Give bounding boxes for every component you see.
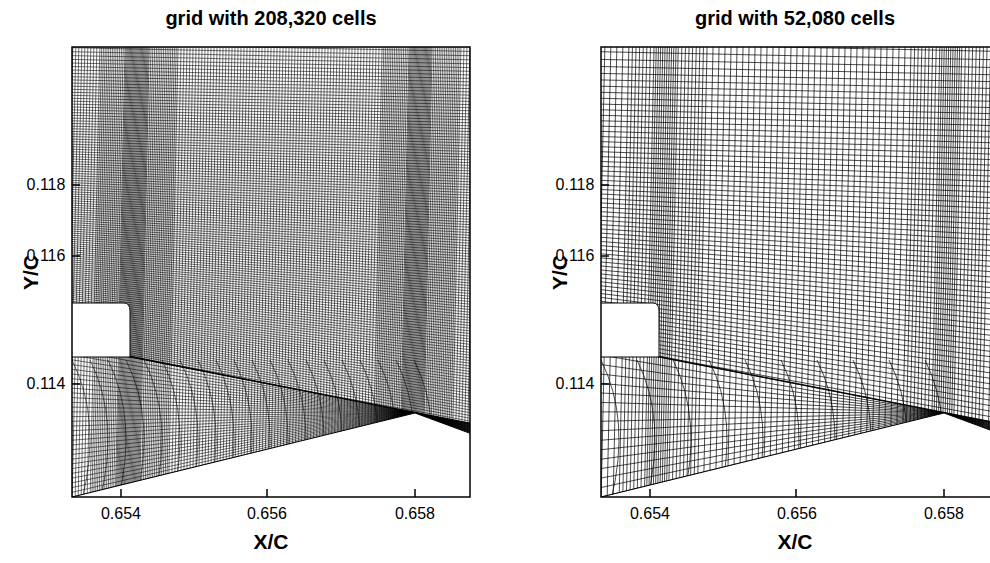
tick-mark — [795, 489, 797, 497]
main-element-surface — [72, 413, 470, 497]
tick-mark — [72, 255, 80, 257]
x-tick: 0.654 — [630, 506, 670, 522]
tick-mark — [649, 489, 651, 497]
tick-mark — [601, 255, 609, 257]
tick-mark — [266, 489, 268, 497]
y-tick: 0.118 — [556, 177, 595, 193]
y-tick: 0.118 — [27, 177, 66, 193]
plot-frame — [601, 47, 990, 497]
x-tick: 0.658 — [924, 506, 964, 522]
main-element-surface — [601, 413, 990, 497]
tick-mark — [72, 383, 80, 385]
y-tick: 0.114 — [556, 376, 595, 392]
axis-title: X/C — [777, 531, 812, 552]
fine-mesh — [72, 47, 470, 497]
tick-mark — [72, 184, 80, 186]
axis-title: Y/C — [549, 254, 570, 289]
axis-title: X/C — [253, 531, 288, 552]
y-tick: 0.114 — [27, 376, 66, 392]
panel-title: grid with 52,080 cells — [695, 8, 895, 28]
x-tick: 0.656 — [247, 506, 287, 522]
panel-title: grid with 208,320 cells — [165, 8, 376, 28]
tick-mark — [601, 184, 609, 186]
axis-title: Y/C — [20, 254, 41, 289]
axes-frames — [72, 47, 990, 497]
tick-mark — [414, 489, 416, 497]
plot-frame — [72, 47, 470, 497]
tick-mark — [120, 489, 122, 497]
x-tick: 0.656 — [777, 506, 817, 522]
slat-trailing-edge — [72, 303, 130, 357]
coarse-mesh — [601, 47, 990, 497]
slat-trailing-edge — [601, 303, 659, 357]
tick-mark — [601, 383, 609, 385]
x-tick: 0.658 — [395, 506, 435, 522]
tick-mark — [943, 489, 945, 497]
x-tick: 0.654 — [101, 506, 141, 522]
